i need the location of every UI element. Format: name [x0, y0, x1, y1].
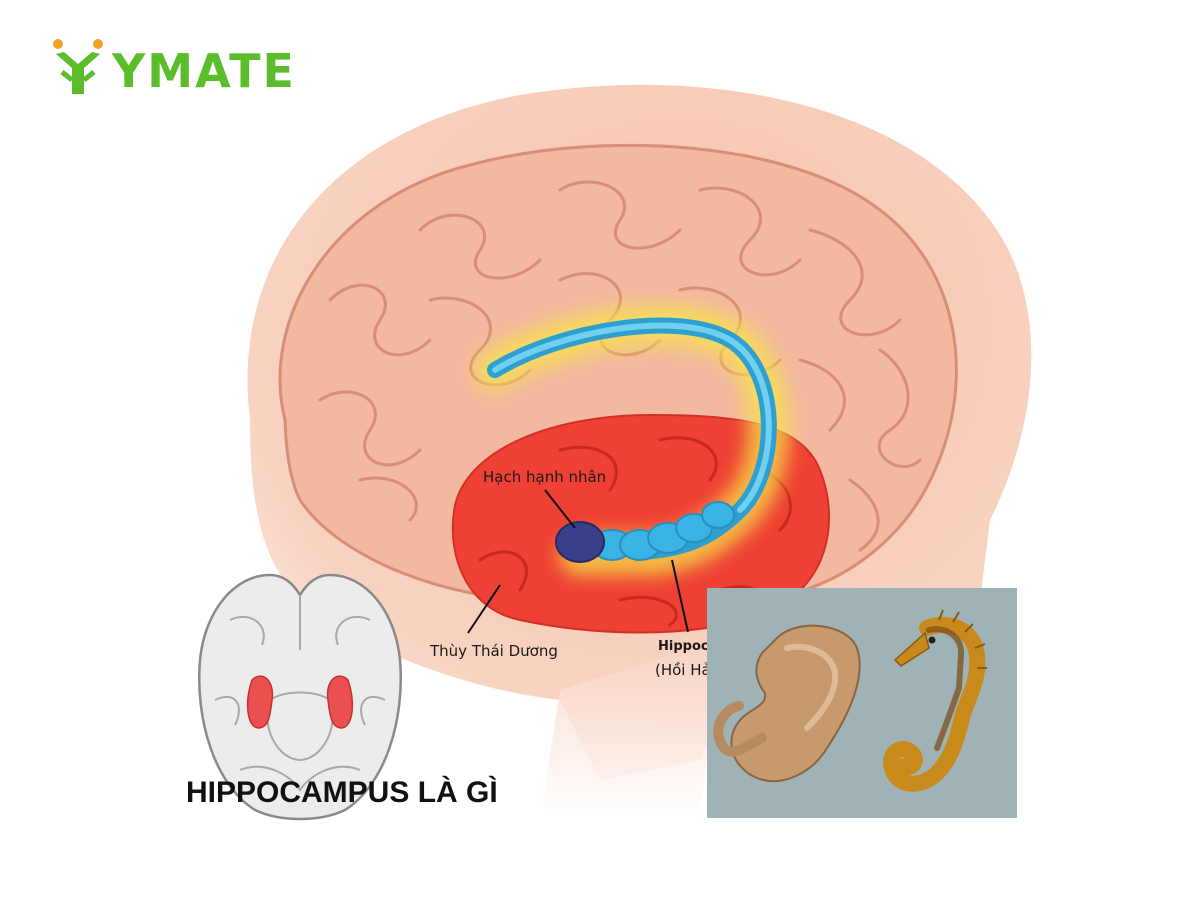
brain-underside-view [198, 573, 402, 821]
pointer-lines [467, 489, 689, 634]
page-title: HIPPOCAMPUS LÀ GÌ [186, 776, 498, 809]
brand-name: YMATE [112, 44, 296, 98]
temporal-lobe [451, 413, 831, 634]
label-amygdala: Hạch hạnh nhân [483, 468, 606, 486]
hippocampus-left [246, 675, 274, 729]
neck [540, 640, 720, 820]
hippocampus-seahorse-photo [707, 588, 1017, 818]
hippocampus-right [326, 675, 354, 729]
amygdala [555, 521, 605, 563]
seahorse [883, 609, 987, 792]
label-temporal-lobe: Thùy Thái Dương [429, 642, 558, 660]
ymate-logo-icon [53, 39, 103, 94]
